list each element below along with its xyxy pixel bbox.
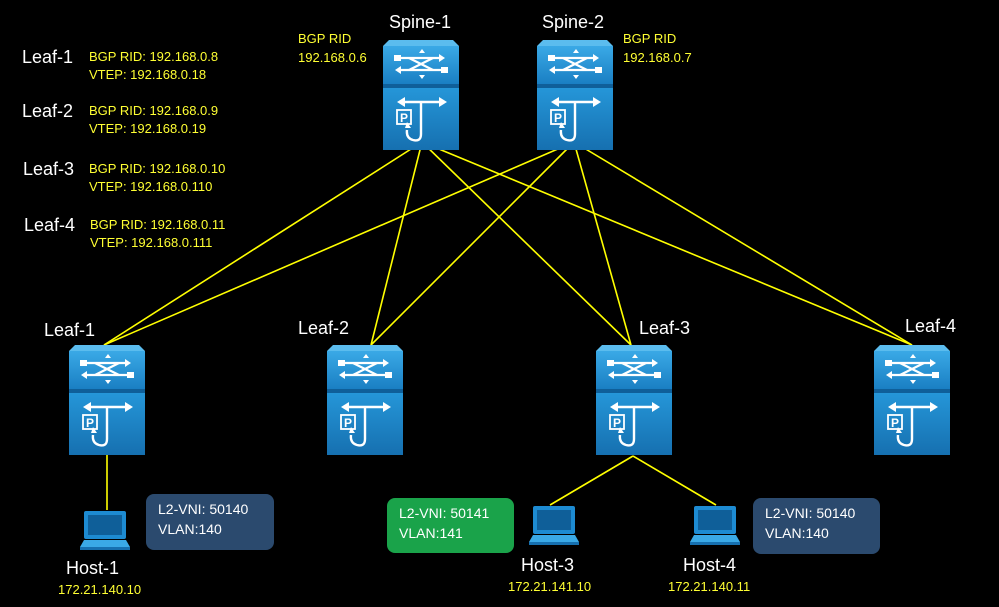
leaf-info-vtep: VTEP: 192.168.0.18 — [89, 67, 207, 82]
link-spine1-leaf3 — [421, 141, 632, 346]
leaf-4-name: Leaf-4 — [905, 316, 957, 336]
spine-2-rid-label: BGP RID — [623, 31, 677, 46]
vni-label: L2-VNI: 50140 — [765, 505, 856, 521]
vni-label: L2-VNI: 50140 — [158, 501, 249, 517]
leaf-info-name: Leaf-1 — [22, 47, 74, 67]
spine-1-rid-label: BGP RID — [298, 31, 352, 46]
vni-box-host-3: L2-VNI: 50141 VLAN:141 — [387, 498, 514, 553]
host-3-name: Host-3 — [521, 555, 575, 575]
leaf-info-rid: BGP RID: 192.168.0.10 — [89, 161, 226, 176]
vni-box-host-4: L2-VNI: 50140 VLAN:140 — [753, 498, 880, 554]
leaf-info-rid: BGP RID: 192.168.0.11 — [90, 217, 226, 232]
host-1-name: Host-1 — [66, 558, 120, 578]
leaf-3-name: Leaf-3 — [639, 318, 691, 338]
link-spine2-leaf2 — [370, 141, 575, 346]
link-spine2-leaf3 — [573, 141, 632, 346]
link-spine1-leaf4 — [421, 141, 913, 346]
host-4-ip: 172.21.140.11 — [668, 579, 751, 594]
spine-1-name: Spine-1 — [389, 12, 452, 32]
leaf-info-vtep: VTEP: 192.168.0.19 — [89, 121, 207, 136]
vni-box-host-1: L2-VNI: 50140 VLAN:140 — [146, 494, 274, 550]
leaf-4-switch-icon — [872, 343, 952, 457]
host-1-ip: 172.21.140.10 — [58, 582, 142, 597]
link-spine2-leaf4 — [573, 141, 913, 346]
host-4-laptop-icon — [690, 506, 740, 545]
leaf-2-switch-icon — [325, 343, 405, 457]
leaf-info-rid: BGP RID: 192.168.0.8 — [89, 49, 219, 64]
spine-2-switch-icon — [535, 38, 615, 152]
leaf-3-switch-icon — [594, 343, 674, 457]
host-3-ip: 172.21.141.10 — [508, 579, 592, 594]
leaf-2-name: Leaf-2 — [298, 318, 350, 338]
leaf-1-name: Leaf-1 — [44, 320, 96, 340]
link-spine1-leaf2 — [370, 141, 423, 346]
host-4-name: Host-4 — [683, 555, 737, 575]
link-spine2-leaf1 — [103, 141, 575, 346]
link-spine1-leaf1 — [103, 141, 423, 346]
leaf-info-rid: BGP RID: 192.168.0.9 — [89, 103, 219, 118]
vlan-label: VLAN:141 — [399, 525, 463, 541]
link-leaf3-host4 — [632, 455, 717, 506]
leaf-info-name: Leaf-3 — [23, 159, 75, 179]
spine-2-rid: 192.168.0.7 — [623, 50, 692, 65]
leaf-info-vtep: VTEP: 192.168.0.110 — [89, 179, 213, 194]
spine-2-name: Spine-2 — [542, 12, 605, 32]
leaf-info-vtep: VTEP: 192.168.0.111 — [90, 235, 213, 250]
vlan-label: VLAN:140 — [765, 525, 829, 541]
links — [103, 141, 913, 510]
leaf-1-switch-icon — [67, 343, 147, 457]
vlan-label: VLAN:140 — [158, 521, 222, 537]
link-leaf3-host3 — [549, 455, 634, 506]
leaf-info-name: Leaf-2 — [22, 101, 74, 121]
host-3-laptop-icon — [529, 506, 579, 545]
leaf-info-name: Leaf-4 — [24, 215, 76, 235]
vni-label: L2-VNI: 50141 — [399, 505, 490, 521]
host-1-laptop-icon — [80, 511, 130, 550]
spine-1-rid: 192.168.0.6 — [298, 50, 367, 65]
spine-1-switch-icon — [381, 38, 461, 152]
